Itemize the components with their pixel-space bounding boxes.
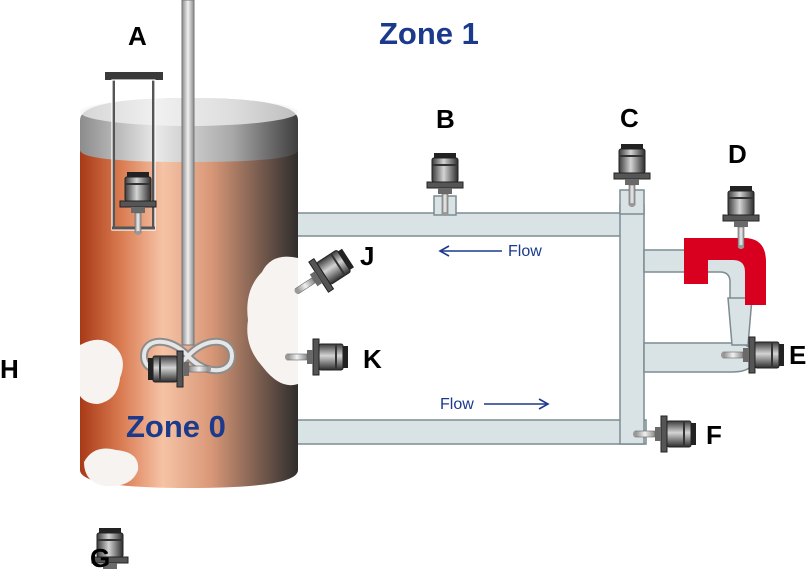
sensor-b-icon (426, 152, 464, 217)
splash-bottom (84, 448, 139, 487)
zone-0-label: Zone 0 (126, 409, 226, 444)
red-flange (684, 238, 766, 305)
label-c: C (620, 103, 639, 133)
pipe-network (295, 189, 766, 445)
label-h: H (0, 354, 19, 384)
label-a: A (128, 21, 147, 51)
upper-pipe (295, 212, 629, 237)
label-b: B (436, 104, 455, 134)
label-j: J (360, 241, 374, 271)
label-e: E (789, 340, 806, 370)
label-k: K (363, 344, 382, 374)
flow-label-lower: Flow (440, 396, 474, 413)
label-g: G (90, 543, 110, 569)
agitator (139, 0, 237, 375)
flow-label-upper: Flow (508, 243, 542, 260)
flow-arrow-lower: Flow (440, 396, 550, 413)
riser-pipe (619, 204, 645, 445)
bypass-connector (727, 297, 753, 346)
sensor-a-assembly (105, 72, 163, 236)
flow-arrow-upper: Flow (438, 243, 542, 260)
lower-pipe (295, 419, 647, 445)
splash-right (247, 256, 298, 386)
label-d: D (728, 139, 747, 169)
splash-left (80, 339, 123, 404)
label-f: F (706, 420, 722, 450)
zone-1-label: Zone 1 (379, 16, 479, 51)
